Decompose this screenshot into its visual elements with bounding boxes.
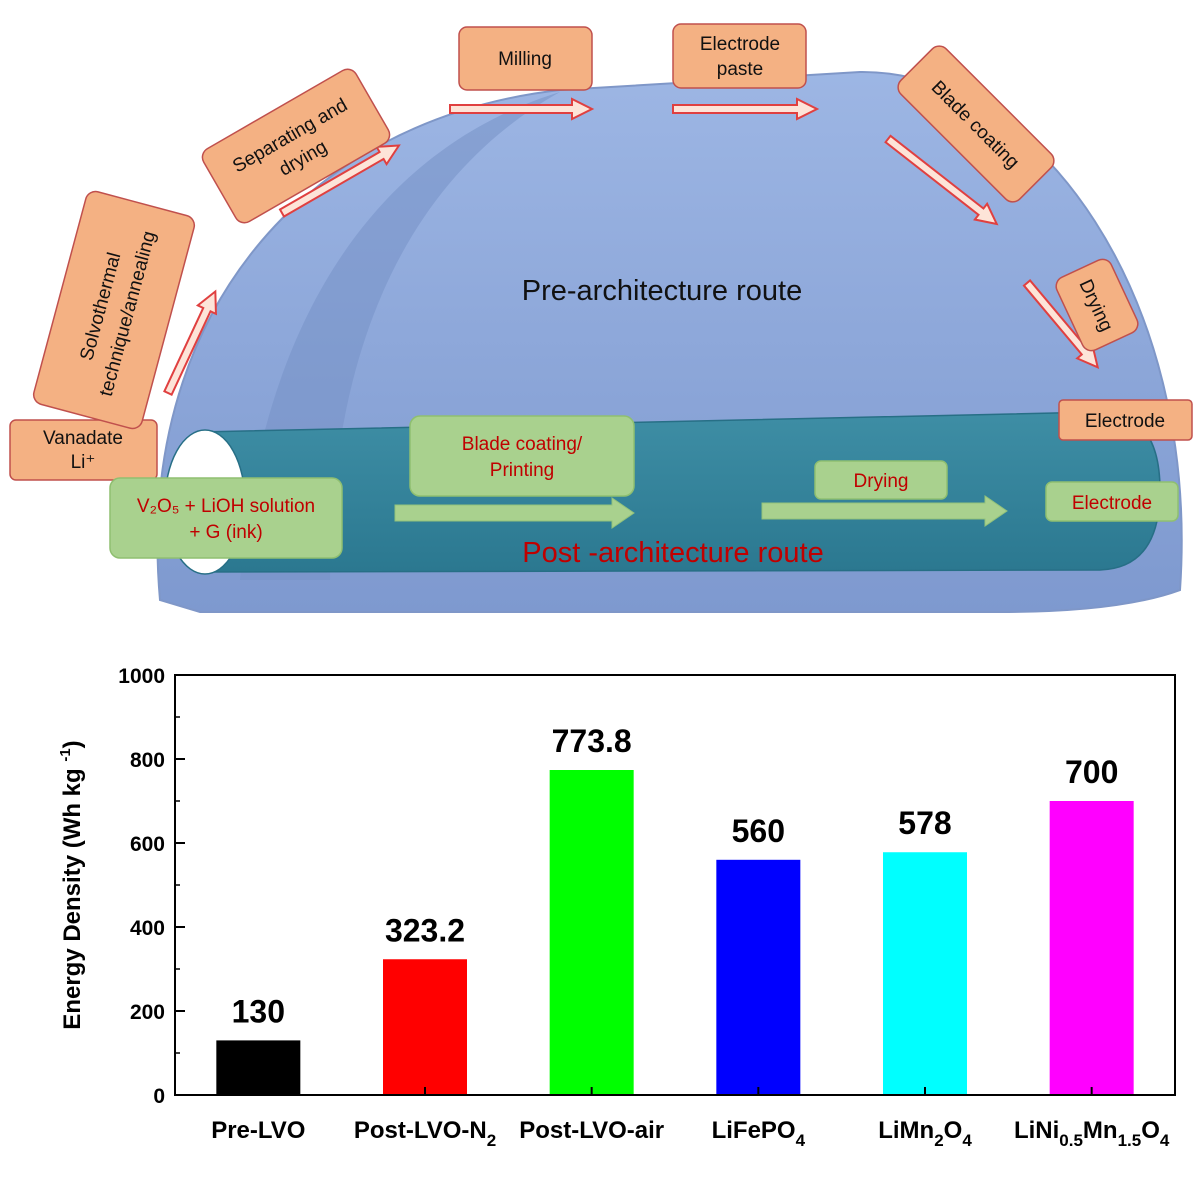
bar-value-label: 130 [232,993,285,1029]
step-milling: Milling [458,26,593,91]
step-paste-line1: Electrode [700,34,780,55]
bar-value-label: 700 [1065,754,1118,790]
step-paste-line2: paste [717,59,763,80]
arrow-icon [449,97,595,121]
step-blade-printing-line1: Blade coating/ [462,434,583,455]
step-ink-line1: V₂O₅ + LiOH solution [137,496,315,517]
chart-value-labels: 130 323.2 773.8 560 578 700 [232,723,1119,1029]
bar-Post-LVO-N2 [383,959,467,1095]
step-milling-label: Milling [498,49,552,70]
bar-Pre-LVO [216,1040,301,1095]
bar-LiMn2O4 [883,852,967,1095]
bar-Post-LVO-air [549,770,634,1095]
y-axis-label: Energy Density (Wh kg -1) [57,740,86,1029]
arrow-icon [163,289,217,397]
step-drying-post-label: Drying [854,471,909,492]
y-tick-label: 800 [130,749,165,772]
x-tick-label: LiFePO4 [712,1117,806,1150]
chart-bars [216,770,1134,1095]
y-tick-label: 400 [130,917,165,940]
step-drying-pre: Drying [1055,258,1139,352]
step-vanadate-line1: Vanadate [43,428,123,449]
step-blade-printing: Blade coating/ Printing [409,415,635,497]
step-vanadate-line2: Li⁺ [71,452,96,473]
y-tick-label: 0 [153,1085,165,1108]
step-electrode-pre: Electrode [1058,399,1193,441]
arrow-icon [761,495,1008,527]
step-ink-line2: + G (ink) [189,522,262,543]
pre-route-arrows [163,97,1100,397]
bar-value-label: 773.8 [552,723,632,759]
x-axis-ticks: Pre-LVO Post-LVO-N2 Post-LVO-air LiFePO4 LiM… [211,1087,1170,1150]
arrow-icon [884,134,999,226]
step-electrode-paste: Electrode paste [672,23,807,89]
step-separating-drying: Separating and drying [201,68,391,224]
y-axis-ticks: 0 200 400 600 800 1000 [118,665,185,1108]
x-tick-label: LiMn2O4 [878,1117,972,1150]
step-blade-printing-line2: Printing [490,460,554,481]
energy-density-chart: 130 323.2 773.8 560 578 700 0 200 400 600 800 1000… [57,665,1176,1150]
step-ink: V₂O₅ + LiOH solution + G (ink) [109,477,343,559]
bar-LiNi0.5Mn1.5O4 [1049,801,1134,1095]
y-tick-label: 600 [130,833,165,856]
y-tick-label: 1000 [118,665,165,688]
x-tick-label: Post-LVO-air [519,1117,664,1144]
step-drying-post: Drying [814,460,948,500]
step-electrode-post-label: Electrode [1072,493,1152,514]
step-vanadate: Vanadate Li⁺ [9,419,158,481]
bar-value-label: 578 [898,805,951,841]
step-solvothermal: Solvothermal technique/annealing [32,190,196,430]
x-tick-label: LiNi0.5Mn1.5O4 [1014,1117,1170,1150]
step-electrode-post: Electrode [1045,481,1179,522]
arrow-icon [394,497,635,529]
step-electrode-pre-label: Electrode [1085,411,1165,432]
plot-frame [174,674,1176,1096]
y-tick-label: 200 [130,1001,165,1024]
arrow-icon [278,144,401,218]
x-tick-label: Pre-LVO [211,1117,305,1144]
post-route-title: Post -architecture route [522,537,823,569]
arrow-icon [672,97,820,121]
process-diagram: Pre-architecture route Post -architectur… [9,23,1193,613]
post-route-arrows [394,495,1008,529]
bar-value-label: 323.2 [385,912,465,948]
bar-value-label: 560 [732,813,785,849]
x-tick-label: Post-LVO-N2 [354,1117,496,1150]
bar-LiFePO4 [716,859,801,1095]
pre-route-title: Pre-architecture route [522,275,802,307]
